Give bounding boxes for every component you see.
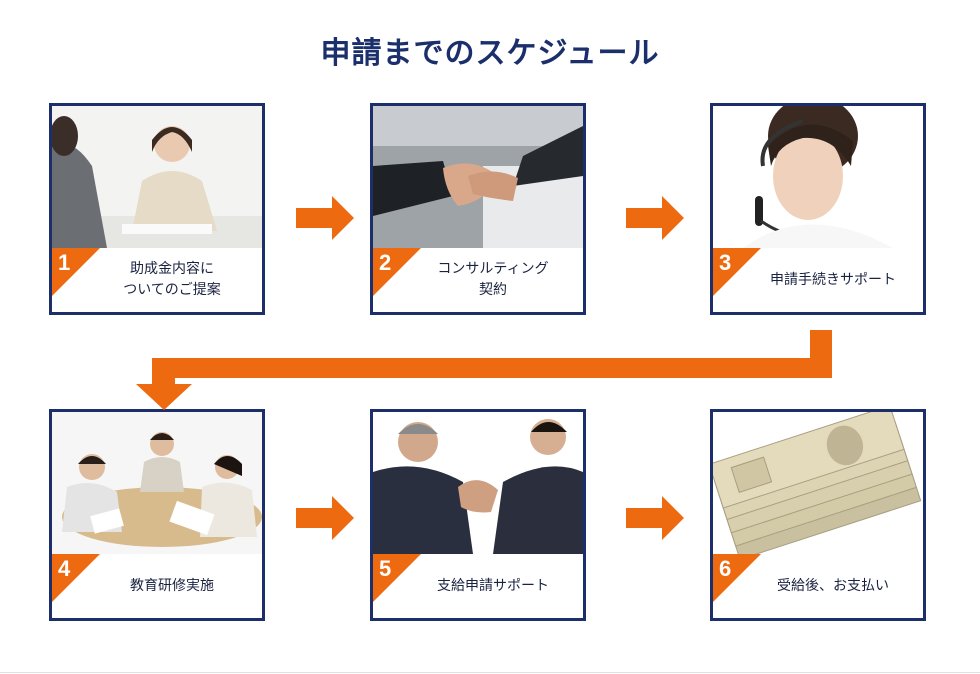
- step-label: 受給後、お支払い: [743, 554, 923, 618]
- step-card-1: 1 助成金内容に ついてのご提案: [49, 103, 265, 315]
- step-label: 教育研修実施: [82, 554, 262, 618]
- partnership-photo: [373, 412, 583, 554]
- arrow-right-icon: [626, 196, 686, 240]
- step-number: 3: [719, 250, 731, 276]
- handshake-photo: [373, 106, 583, 248]
- banknotes-photo: [713, 412, 923, 554]
- arrow-right-icon: [296, 196, 356, 240]
- step-label: 申請手続きサポート: [743, 248, 923, 312]
- arrow-right-icon: [626, 496, 686, 540]
- arrow-right-icon: [296, 496, 356, 540]
- step-card-2: 2 コンサルティング 契約: [370, 103, 586, 315]
- step-number: 2: [379, 250, 391, 276]
- step-card-4: 4 教育研修実施: [49, 409, 265, 621]
- step-number: 5: [379, 556, 391, 582]
- step-label-line1: 受給後、お支払い: [777, 576, 889, 597]
- step-card-3: 3 申請手続きサポート: [710, 103, 926, 315]
- step-card-5: 5 支給申請サポート: [370, 409, 586, 621]
- step-label-line2: 契約: [479, 280, 507, 301]
- step-label-line1: 教育研修実施: [130, 576, 214, 597]
- divider: [0, 672, 980, 673]
- step-number: 1: [58, 250, 70, 276]
- step-label-line1: 助成金内容に: [130, 259, 214, 280]
- step-number: 4: [58, 556, 70, 582]
- return-arrow-icon: [130, 330, 840, 412]
- support-operator-photo: [713, 106, 923, 248]
- step-label-line1: コンサルティング: [437, 259, 548, 280]
- meeting-photo: [52, 412, 262, 554]
- consultation-photo: [52, 106, 262, 248]
- step-card-6: 6 受給後、お支払い: [710, 409, 926, 621]
- page-title: 申請までのスケジュール: [0, 28, 980, 72]
- step-label: 助成金内容に ついてのご提案: [82, 248, 262, 312]
- step-label-line1: 支給申請サポート: [437, 576, 549, 597]
- step-label: コンサルティング 契約: [403, 248, 583, 312]
- step-label-line1: 申請手続きサポート: [770, 270, 896, 291]
- step-label: 支給申請サポート: [403, 554, 583, 618]
- step-label-line2: ついてのご提案: [123, 280, 221, 301]
- step-number: 6: [719, 556, 731, 582]
